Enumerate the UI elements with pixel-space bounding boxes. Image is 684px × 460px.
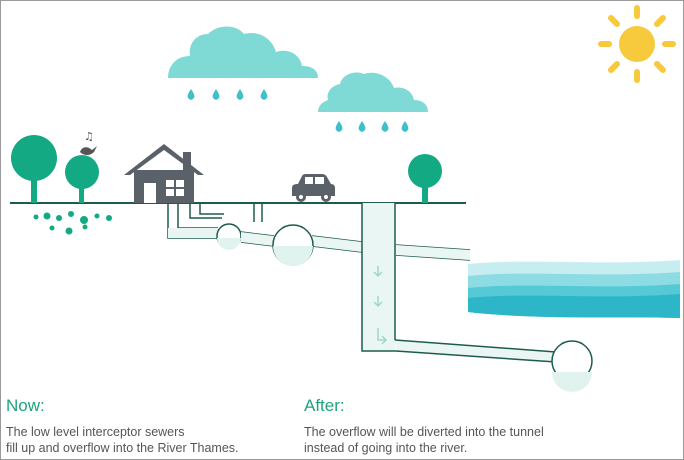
arrow-down-icon [373,266,388,345]
tunnel [394,339,593,392]
soil-dots [33,211,112,235]
large-chamber [272,224,314,266]
rain-drop-icon [335,121,409,132]
sun-icon [598,5,676,83]
now-heading: Now: [6,396,45,415]
now-line-2: fill up and overflow into the River Tham… [6,441,239,455]
rain-drop-icon [187,89,268,100]
river-thames [468,260,680,318]
now-description: The low level interceptor sewers fill up… [6,424,239,456]
caption-after: After: The overflow will be diverted int… [304,396,544,456]
drop-shaft [361,203,396,352]
house-icon [124,144,204,203]
small-chamber [216,223,242,250]
after-description: The overflow will be diverted into the t… [304,424,544,456]
car-icon [292,174,335,202]
now-line-1: The low level interceptor sewers [6,425,185,439]
tree-icon [65,155,99,203]
svg-text:♫: ♫ [84,130,94,143]
bird-icon [80,146,97,155]
after-heading: After: [304,396,345,415]
cloud-icon [168,26,318,78]
tree-icon [408,154,442,203]
cloud-icon [318,72,428,112]
after-line-1: The overflow will be diverted into the t… [304,425,544,439]
tree-icon [11,135,57,203]
caption-now: Now: The low level interceptor sewers fi… [6,396,239,456]
music-note-icon: ♫ [84,130,94,143]
after-line-2: instead of going into the river. [304,441,468,455]
